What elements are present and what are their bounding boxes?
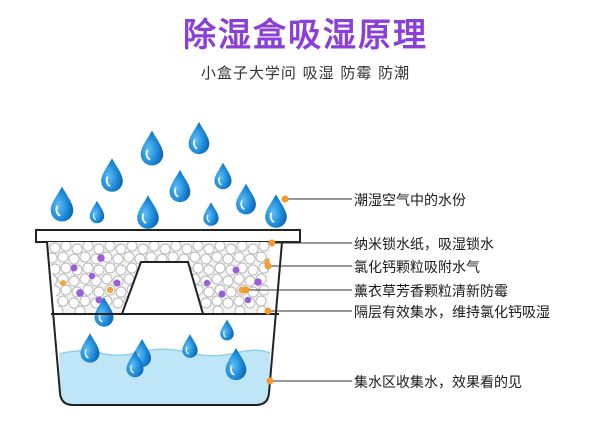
granule-compartment <box>47 242 270 314</box>
air-moisture-drops <box>49 120 288 230</box>
leader-dot <box>264 307 272 315</box>
calcium-chloride-granules <box>70 254 262 304</box>
label-water-collection: 集水区收集水，效果看的见 <box>354 375 522 391</box>
leader-dot <box>281 195 289 203</box>
nano-paper-lid <box>35 229 301 243</box>
label-separator: 隔层有效集水，维持氯化钙吸湿 <box>354 305 550 321</box>
label-lavender: 薰衣草芳香颗粒清新防霉 <box>354 284 508 300</box>
center-support <box>120 261 205 314</box>
leader-dot <box>268 239 276 247</box>
leader-lines <box>242 195 352 385</box>
dehumidifier-box <box>46 241 283 406</box>
label-nano-paper: 纳米锁水纸，吸湿锁水 <box>354 237 494 253</box>
label-air-moisture: 潮湿空气中的水份 <box>354 193 466 209</box>
leader-dot <box>264 262 272 270</box>
leader-dot <box>242 286 250 294</box>
leader-dot <box>266 377 274 385</box>
page-subtitle: 小盒子大学问 吸湿 防霉 防潮 <box>200 64 411 82</box>
label-calcium-chloride: 氯化钙颗粒吸附水气 <box>354 260 480 276</box>
page-title: 除湿盒吸湿原理 <box>183 15 428 54</box>
collected-water <box>59 349 270 404</box>
